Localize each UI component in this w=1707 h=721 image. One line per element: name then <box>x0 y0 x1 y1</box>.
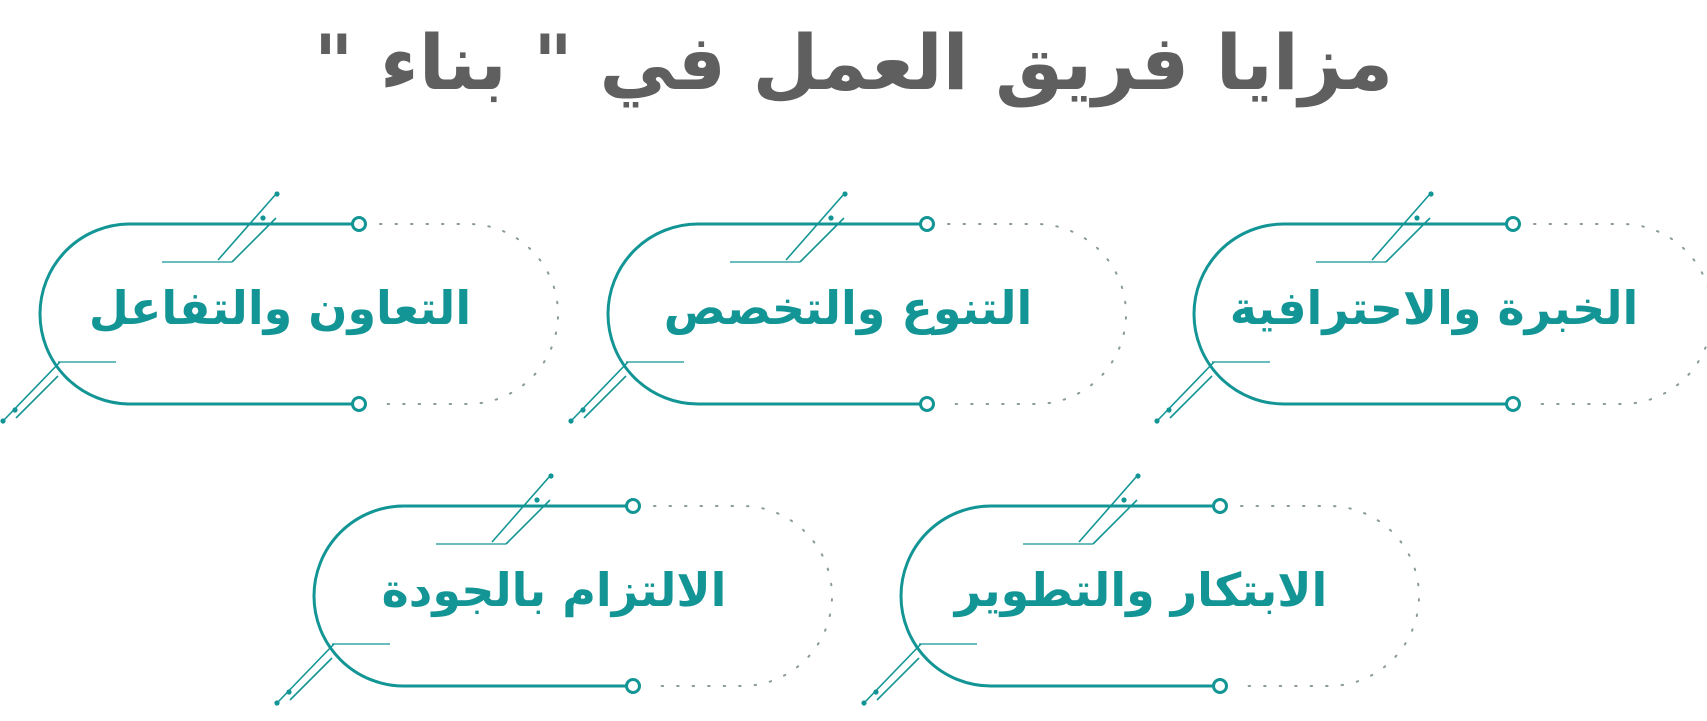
feature-label: التعاون والتفاعل <box>88 281 472 335</box>
pill-frame <box>568 191 1127 424</box>
feature-card-innovation: الابتكار والتطوير <box>861 460 1461 720</box>
pill-frame <box>1154 191 1707 424</box>
pill-frame <box>274 473 833 706</box>
feature-label: الخبرة والاحترافية <box>1229 281 1639 335</box>
pill-frame <box>0 191 559 424</box>
feature-card-diversity: التنوع والتخصص <box>568 178 1168 438</box>
feature-card-expertise: الخبرة والاحترافية <box>1154 178 1707 438</box>
feature-label: الالتزام بالجودة <box>381 563 727 617</box>
feature-card-quality: الالتزام بالجودة <box>274 460 874 720</box>
feature-card-cooperation: التعاون والتفاعل <box>0 178 600 438</box>
pill-frame <box>861 473 1420 706</box>
feature-label: الابتكار والتطوير <box>954 563 1328 617</box>
feature-label: التنوع والتخصص <box>663 281 1033 335</box>
page-title: مزايا فريق العمل في " بناء " <box>313 18 1394 107</box>
